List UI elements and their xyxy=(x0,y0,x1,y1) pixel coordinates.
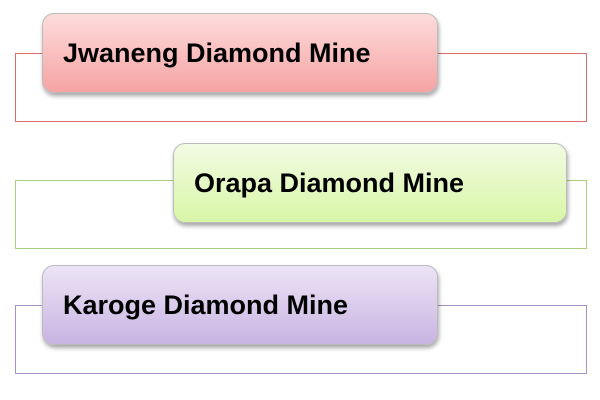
node-label: Jwaneng Diamond Mine xyxy=(63,37,371,68)
node-label: Orapa Diamond Mine xyxy=(194,167,465,198)
node-orapa: Orapa Diamond Mine xyxy=(173,143,567,223)
node-jwaneng: Jwaneng Diamond Mine xyxy=(42,13,438,93)
node-karoge: Karoge Diamond Mine xyxy=(42,265,438,345)
node-label: Karoge Diamond Mine xyxy=(63,289,349,320)
